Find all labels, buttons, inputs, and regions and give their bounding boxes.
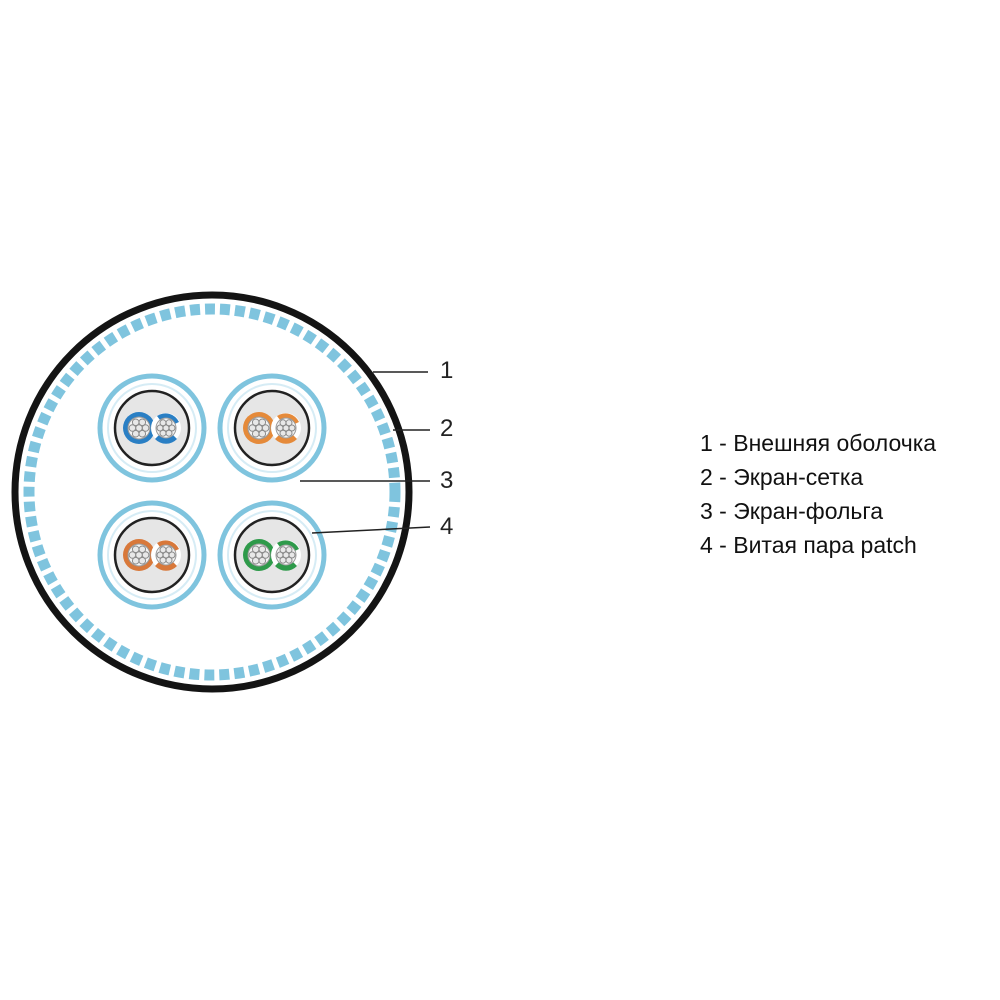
legend-item-1: 1 - Внешняя оболочка — [700, 430, 937, 456]
wire-solid-strand — [138, 429, 147, 438]
callout-number-1: 1 — [440, 357, 453, 384]
wire-striped-strand — [285, 546, 293, 554]
wire-solid-strand — [258, 556, 267, 565]
wire-solid-strand — [131, 418, 140, 427]
wire-solid-strand — [251, 418, 260, 427]
wire-striped-strand — [285, 556, 293, 564]
twisted-pair-brown — [97, 500, 207, 610]
wire-solid-strand — [128, 551, 137, 559]
wire-solid-strand — [131, 429, 140, 438]
wire-solid-strand — [138, 545, 147, 554]
wire-solid-strand — [258, 545, 267, 554]
wire-striped-strand — [168, 551, 176, 559]
wire-striped-strand — [288, 424, 296, 432]
wire-solid-strand — [261, 551, 270, 559]
wire-solid-strand — [261, 424, 270, 432]
wire-striped-strand — [165, 419, 173, 427]
wire-solid-strand — [141, 551, 150, 559]
wire-striped-strand — [168, 424, 176, 432]
wire-striped-strand — [285, 419, 293, 427]
wire-solid-strand — [258, 418, 267, 427]
wire-striped-strand — [279, 556, 287, 564]
wire-solid-strand — [138, 418, 147, 427]
wire-striped-strand — [279, 419, 287, 427]
wire-striped-strand — [156, 551, 164, 559]
wire-solid-strand — [128, 424, 137, 432]
cable-core — [37, 317, 387, 667]
wire-solid-strand — [251, 556, 260, 565]
braid-shield — [23, 303, 401, 681]
wire-striped-strand — [159, 546, 167, 554]
wire-striped-strand — [285, 429, 293, 437]
wire-striped-strand — [159, 419, 167, 427]
wire-solid-strand — [251, 429, 260, 438]
wire-solid-strand — [248, 424, 257, 432]
wire-striped-strand — [276, 551, 284, 559]
callout-line-4 — [311, 526, 431, 534]
wire-striped-strand — [165, 556, 173, 564]
wire-striped-strand — [165, 429, 173, 437]
wire-striped-strand — [279, 429, 287, 437]
legend: 1 - Внешняя оболочка 2 - Экран-сетка 3 -… — [700, 426, 936, 562]
wire-striped-strand — [276, 424, 284, 432]
twisted-pair-orange — [217, 373, 327, 483]
wire-striped-strand — [156, 424, 164, 432]
wire-solid-strand — [258, 429, 267, 438]
wire-solid-strand — [131, 556, 140, 565]
wire-solid-strand — [131, 545, 140, 554]
wire-striped-strand — [165, 546, 173, 554]
twisted-pair-green — [217, 500, 327, 610]
wire-solid-strand — [248, 551, 257, 559]
callout-number-4: 4 — [440, 513, 453, 540]
legend-item-4: 4 - Витая пара patch — [700, 532, 917, 558]
wire-striped-strand — [159, 429, 167, 437]
wire-solid-strand — [141, 424, 150, 432]
legend-item-2: 2 - Экран-сетка — [700, 464, 864, 490]
wire-striped-strand — [159, 556, 167, 564]
callout-number-2: 2 — [440, 415, 453, 442]
twisted-pair-blue — [97, 373, 207, 483]
twisted-pairs-group — [97, 373, 327, 610]
wire-solid-strand — [251, 545, 260, 554]
wire-solid-strand — [138, 556, 147, 565]
wire-striped-strand — [279, 546, 287, 554]
legend-item-3: 3 - Экран-фольга — [700, 498, 884, 524]
wire-striped-strand — [288, 551, 296, 559]
callout-number-3: 3 — [440, 467, 453, 494]
